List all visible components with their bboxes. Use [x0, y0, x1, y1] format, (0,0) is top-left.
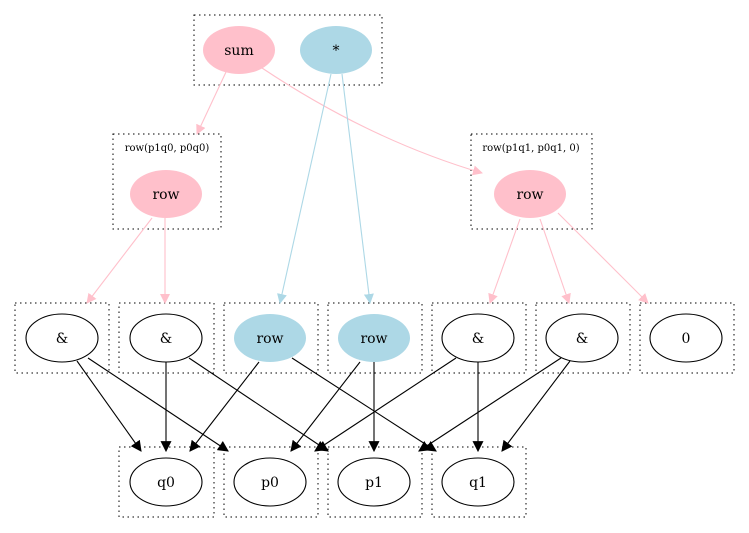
edge-and-4-to-p1: [418, 357, 562, 452]
node-q1[interactable]: q1: [441, 457, 515, 507]
cluster-p1: [327, 446, 423, 518]
node-q0[interactable]: q0: [129, 457, 203, 507]
edge-and-3-to-p0: [314, 357, 457, 452]
node-and-2[interactable]: &: [129, 313, 203, 363]
node-row-left-label: row: [152, 187, 179, 203]
cluster-row-right-label: row(p1q1, p0q1, 0): [482, 143, 579, 154]
cluster-and-3: [431, 302, 527, 374]
node-p1[interactable]: p1: [337, 457, 411, 507]
cluster-q1: [431, 446, 527, 518]
edge-sum-to-row-right: [261, 67, 483, 176]
cluster-top: [193, 14, 383, 86]
node-row-blue-2-label: row: [360, 331, 387, 347]
cluster-row-blue-1: [223, 302, 319, 374]
cluster-row-right: [470, 133, 593, 230]
edge-row-right-to-and-3: [488, 218, 521, 304]
edges: [76, 67, 649, 453]
node-and-3[interactable]: &: [441, 313, 515, 363]
node-and-4[interactable]: &: [545, 313, 619, 363]
edge-mul-to-row-blue-1: [277, 73, 332, 304]
clusters: row(p1q0, p0q0) row(p1q1, p0q1, 0): [14, 14, 735, 518]
node-row-left[interactable]: row: [130, 170, 202, 218]
edge-row-right-to-and-4: [539, 218, 571, 304]
node-row-blue-1[interactable]: row: [234, 314, 306, 362]
node-and-4-label: &: [576, 331, 588, 347]
edge-and-4-to-q1: [501, 360, 571, 452]
cluster-p0: [223, 446, 319, 518]
edge-row-left-to-and-1: [86, 217, 153, 304]
cluster-q0: [118, 446, 215, 518]
cluster-row-left: [112, 133, 222, 230]
edge-and-1-to-q0: [76, 360, 142, 452]
node-q1-label: q1: [469, 475, 487, 491]
node-zero-label: 0: [682, 331, 691, 347]
edge-row-blue-1-to-q0: [189, 361, 260, 452]
node-p1-label: p1: [365, 475, 383, 491]
node-and-2-label: &: [160, 331, 172, 347]
node-mul-label: *: [333, 43, 340, 59]
node-mul[interactable]: *: [300, 26, 372, 74]
edge-and-2-to-q1: [188, 357, 329, 452]
cluster-row-left-label: row(p1q0, p0q0): [125, 143, 210, 154]
node-q0-label: q0: [157, 475, 175, 491]
cluster-row-blue-2: [327, 302, 423, 374]
edge-and-1-to-p0: [87, 357, 229, 452]
node-and-3-label: &: [472, 331, 484, 347]
node-p0-label: p0: [261, 475, 279, 491]
node-row-blue-1-label: row: [256, 331, 283, 347]
edge-mul-to-row-blue-2: [341, 73, 374, 304]
edge-row-right-to-zero: [557, 212, 649, 304]
node-sum-label: sum: [224, 43, 253, 59]
nodes: sum * row row & & row row: [25, 26, 723, 507]
edge-row-blue-2-to-p0: [290, 361, 361, 452]
node-row-right[interactable]: row: [494, 170, 566, 218]
cluster-and-4: [535, 302, 631, 374]
node-and-1[interactable]: &: [25, 313, 99, 363]
edge-sum-to-row-left: [196, 71, 227, 135]
cluster-zero: [639, 302, 735, 374]
cluster-and-2: [118, 302, 215, 374]
node-row-blue-2[interactable]: row: [338, 314, 410, 362]
node-zero[interactable]: 0: [649, 313, 723, 363]
node-sum[interactable]: sum: [203, 26, 275, 74]
cluster-and-1: [14, 302, 110, 374]
edge-row-blue-1-to-q1: [291, 357, 437, 452]
node-and-1-label: &: [56, 331, 68, 347]
node-row-right-label: row: [516, 187, 543, 203]
node-p0[interactable]: p0: [233, 457, 307, 507]
